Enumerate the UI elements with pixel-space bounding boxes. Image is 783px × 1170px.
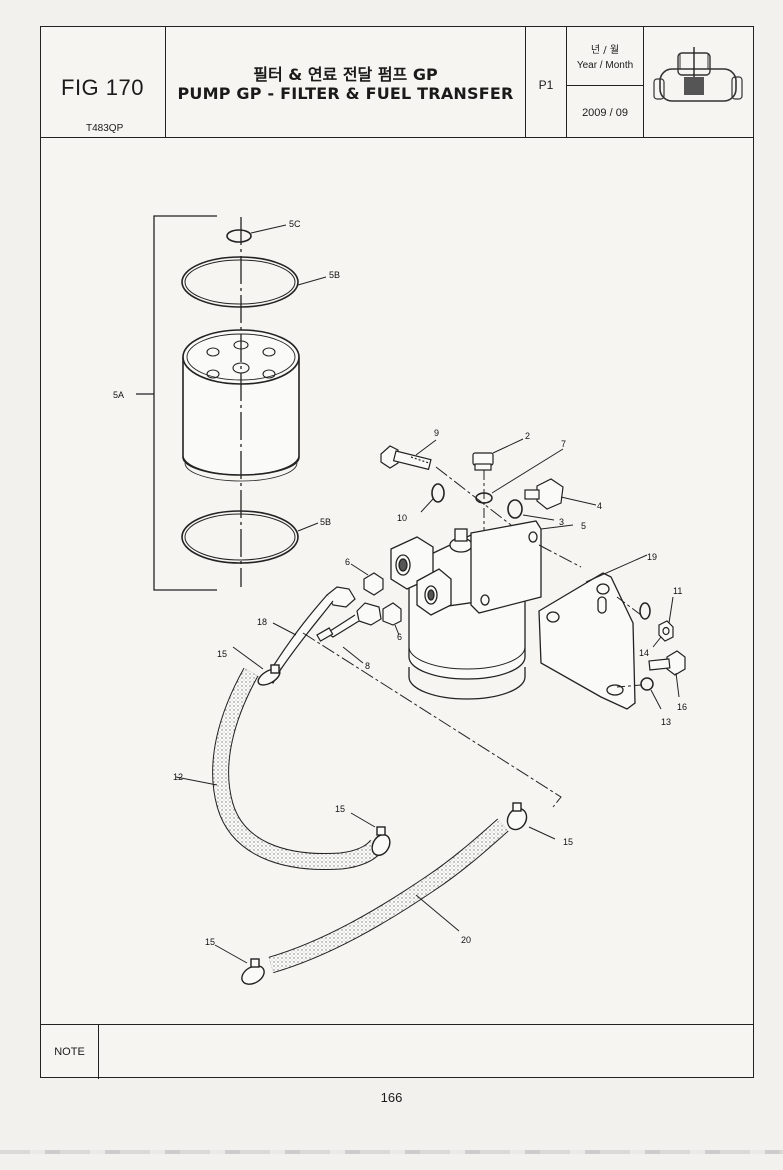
callout-16: 16 xyxy=(677,702,687,712)
bolt-16 xyxy=(648,650,686,676)
callout-9: 9 xyxy=(434,428,439,438)
date-value: 2009 / 09 xyxy=(582,107,628,119)
callout-15-d: 15 xyxy=(205,937,215,947)
callout-2: 2 xyxy=(525,431,530,441)
hose-clamp-15-c xyxy=(506,802,528,831)
fuel-pipe-8 xyxy=(316,602,382,642)
mounting-bracket-19 xyxy=(538,572,636,710)
fitting-4 xyxy=(524,478,564,510)
hose-clamp-15-a xyxy=(257,664,281,686)
callout-10: 10 xyxy=(397,513,407,523)
exploded-parts-diagram: 5C 5B 5A 5B 9 2 7 4 10 3 5 6 6 19 11 18 … xyxy=(113,215,687,985)
callout-5c: 5C xyxy=(289,219,301,229)
gasket-5b-bottom xyxy=(181,510,299,564)
title-korean: 필터 & 연료 전달 펌프 GP xyxy=(253,65,438,84)
callout-3: 3 xyxy=(559,517,564,527)
figure-number: FIG 170 xyxy=(61,75,144,100)
nut-11 xyxy=(658,620,674,642)
page-number: 166 xyxy=(380,1090,403,1105)
callout-18: 18 xyxy=(257,617,267,627)
bolt-9 xyxy=(380,445,432,471)
washer-10 xyxy=(431,483,445,503)
fuel-pipe-18 xyxy=(268,586,356,684)
filter-head-assembly xyxy=(390,520,542,700)
page-frame: FIG 170 T483QP 필터 & 연료 전달 펌프 GP PUMP GP … xyxy=(40,26,754,1079)
callout-14: 14 xyxy=(639,648,649,658)
scan-artifact xyxy=(0,1150,783,1154)
callout-19: 19 xyxy=(647,552,657,562)
title-english: PUMP GP - FILTER & FUEL TRANSFER xyxy=(177,84,514,103)
gasket-5b-top xyxy=(181,256,299,308)
date-label-box: 년 / 월 Year / Month xyxy=(567,27,643,86)
washer-14 xyxy=(639,602,651,620)
plug-2 xyxy=(472,452,494,471)
date-label-korean: 년 / 월 xyxy=(590,45,620,56)
hose-clamp-15-b xyxy=(371,826,391,857)
callout-11: 11 xyxy=(673,586,682,596)
callout-8: 8 xyxy=(365,661,370,671)
callout-15-b: 15 xyxy=(335,804,345,814)
title-cell: 필터 & 연료 전달 펌프 GP PUMP GP - FILTER & FUEL… xyxy=(166,27,526,137)
washer-13 xyxy=(640,677,654,691)
note-row: NOTE xyxy=(41,1024,753,1079)
washer-3 xyxy=(507,499,523,519)
tractor-icon xyxy=(653,47,743,102)
callout-5: 5 xyxy=(581,521,586,531)
note-label: NOTE xyxy=(41,1025,99,1079)
callout-labels: 5C 5B 5A 5B 9 2 7 4 10 3 5 6 6 19 11 18 … xyxy=(113,219,687,947)
callout-4: 4 xyxy=(597,501,602,511)
date-cell: 년 / 월 Year / Month 2009 / 09 xyxy=(567,27,644,137)
callout-7: 7 xyxy=(561,439,566,449)
filter-kit-bracket xyxy=(136,215,217,591)
callout-6-right: 6 xyxy=(397,632,402,642)
date-label-english: Year / Month xyxy=(576,60,634,71)
hose-clamp-15-d xyxy=(241,958,265,985)
callout-20: 20 xyxy=(461,935,471,945)
callout-6-left: 6 xyxy=(345,557,350,567)
ferrule-6-right xyxy=(382,602,402,626)
header-block: FIG 170 T483QP 필터 & 연료 전달 펌프 GP PUMP GP … xyxy=(41,27,753,138)
figure-cell: FIG 170 T483QP xyxy=(41,27,166,137)
figure-code: T483QP xyxy=(86,123,124,134)
page-label-cell: P1 xyxy=(526,27,567,137)
callout-5b-top: 5B xyxy=(329,270,340,280)
callout-5a: 5A xyxy=(113,390,124,400)
callout-15-a: 15 xyxy=(217,649,227,659)
o-ring-5c xyxy=(226,229,252,243)
thumbnail-cell xyxy=(644,27,755,137)
callout-13: 13 xyxy=(661,717,671,727)
page-label: P1 xyxy=(538,78,554,92)
callout-12: 12 xyxy=(173,772,183,782)
callout-15-c: 15 xyxy=(563,837,573,847)
callout-5b-bottom: 5B xyxy=(320,517,331,527)
ferrule-6-left xyxy=(363,572,384,596)
